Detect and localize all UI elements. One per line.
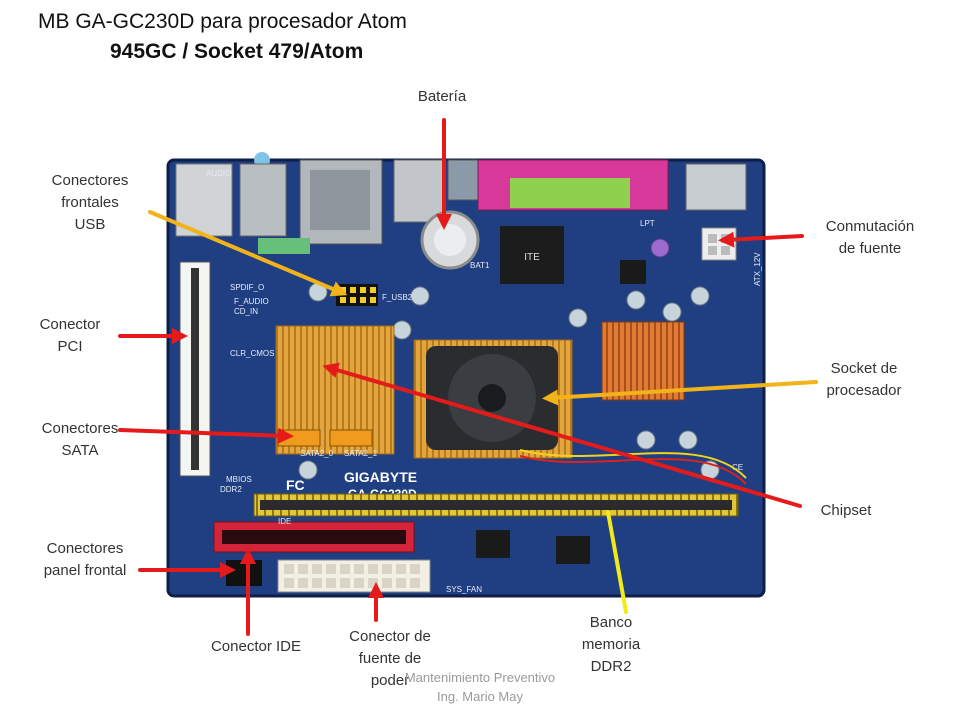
silk-cd-in: CD_IN	[234, 307, 258, 316]
silk-bios: MBIOS	[226, 475, 252, 484]
silk-sata1: SATA2_1	[344, 449, 378, 458]
label-panel-frontal: Conectores panel frontal	[43, 540, 127, 579]
arrows	[118, 118, 818, 636]
fc-mark: FC	[286, 477, 305, 493]
label-bateria: Batería	[417, 88, 467, 105]
silk-sys-fan: SYS_FAN	[446, 585, 482, 594]
label-usb-frontales: Conectores frontales USB	[51, 172, 129, 233]
slide-title-line2: 945GC / Socket 479/Atom	[110, 40, 364, 63]
silk-sata0: SATA2_0	[300, 449, 334, 458]
ite-chip-label: ITE	[524, 252, 540, 263]
capacitors	[298, 282, 720, 480]
rear-io-panel	[175, 152, 747, 245]
label-fuente-poder: Conector de fuente de poder	[349, 628, 431, 689]
label-ddr2: Banco memoria DDR2	[581, 614, 641, 675]
sata-connector-1	[329, 429, 373, 447]
silk-clr-cmos: CLR_CMOS	[230, 349, 274, 358]
label-sata: Conectores SATA	[41, 420, 119, 459]
arrow-socket	[542, 380, 818, 406]
arrow-chipset	[322, 362, 802, 508]
board-brand: GIGABYTE	[344, 469, 417, 485]
label-chipset: Chipset	[820, 502, 872, 519]
silk-ce: CE	[732, 463, 743, 472]
silk-lpt: LPT	[640, 219, 655, 228]
label-conmutacion: Conmutación de fuente	[825, 218, 915, 257]
arrow-usb	[148, 210, 348, 297]
silk-spdif: SPDIF_O	[230, 283, 264, 292]
silk-audio: AUDIO	[206, 169, 231, 178]
copper-heatsink	[601, 321, 685, 401]
label-socket: Socket de procesador	[826, 360, 902, 399]
silk-f-usb: F_USB2	[382, 293, 413, 302]
label-pci: Conector PCI	[39, 316, 101, 355]
arrow-ddr2	[606, 510, 628, 614]
sata-connector-0	[277, 429, 321, 447]
atx12v-connector	[701, 227, 737, 261]
silk-ddr2: DDR2	[220, 485, 242, 494]
silk-f-audio: F_AUDIO	[234, 297, 269, 306]
label-ide: Conector IDE	[210, 638, 302, 655]
silk-ide: IDE	[278, 517, 291, 526]
silk-atx12v: ATX_12V	[753, 252, 762, 286]
silk-bat: BAT1	[470, 261, 490, 270]
front-panel-header	[226, 560, 262, 586]
arrow-conmutacion	[718, 231, 804, 248]
slide-title-line1: MB GA-GC230D para procesador Atom	[38, 10, 407, 33]
footer-credits: Mantenimiento Preventivo Ing. Mario May	[404, 670, 556, 704]
arrow-sata	[118, 427, 294, 444]
